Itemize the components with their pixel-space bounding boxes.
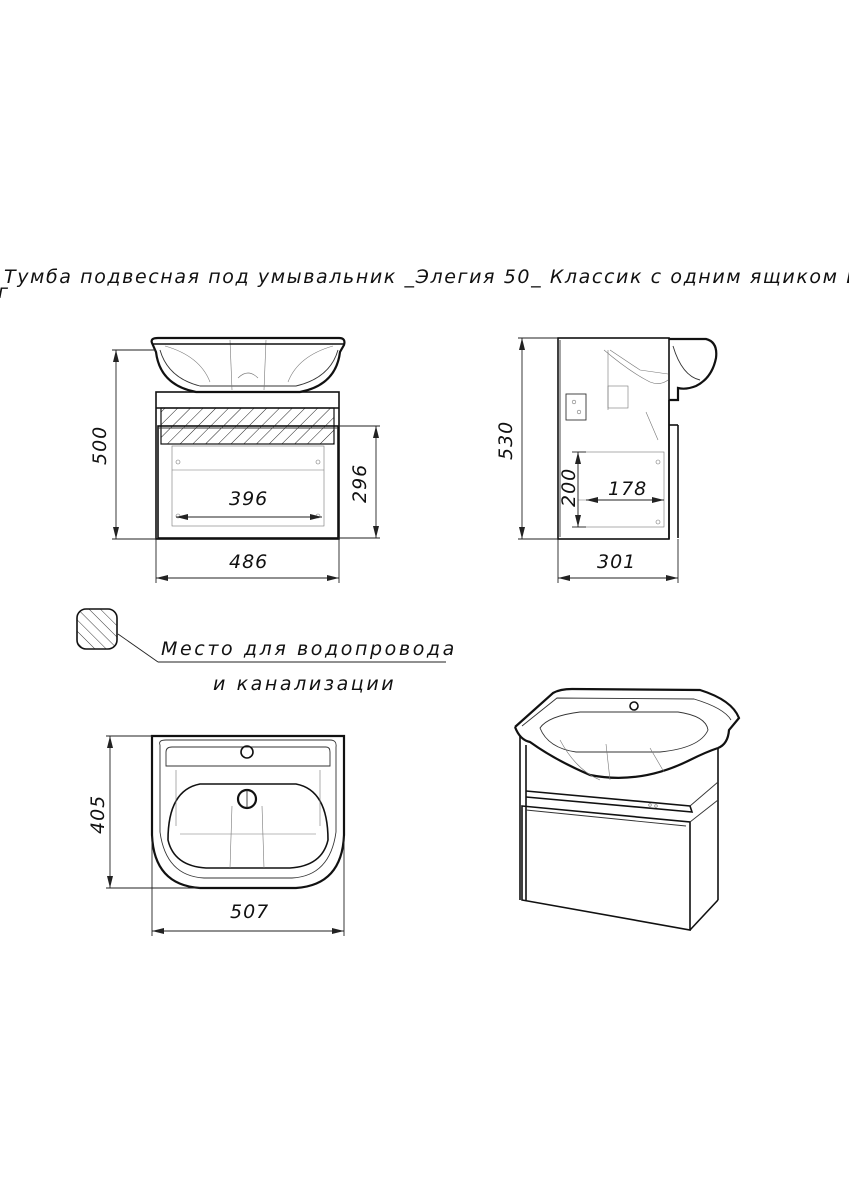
legend-label-line2: и канализации (213, 673, 396, 695)
front-drawer-height-label: 296 (349, 464, 371, 503)
front-inner-width-label: 396 (229, 488, 268, 510)
top-view: 405 507 (87, 734, 346, 936)
top-width-label: 507 (230, 901, 269, 923)
drawing-title-overflow: г (0, 281, 10, 303)
front-view: 500 296 396 486 (89, 336, 380, 583)
isometric-view (513, 687, 741, 931)
side-view: 530 200 178 301 (495, 337, 718, 583)
side-inner-height-label: 200 (558, 468, 580, 507)
front-height-label: 500 (89, 426, 111, 465)
side-inner-depth-label: 178 (608, 478, 647, 500)
side-depth-label: 301 (597, 551, 636, 573)
legend-hatch-swatch (76, 608, 118, 650)
legend-label-line1: Место для водопровода (161, 638, 457, 660)
legend: Место для водопровода и канализации (76, 608, 457, 695)
top-depth-label: 405 (87, 795, 109, 834)
front-width-label: 486 (229, 551, 268, 573)
drawing-title: Тумба подвесная под умывальник _Элегия 5… (4, 266, 849, 288)
side-height-label: 530 (495, 421, 517, 460)
